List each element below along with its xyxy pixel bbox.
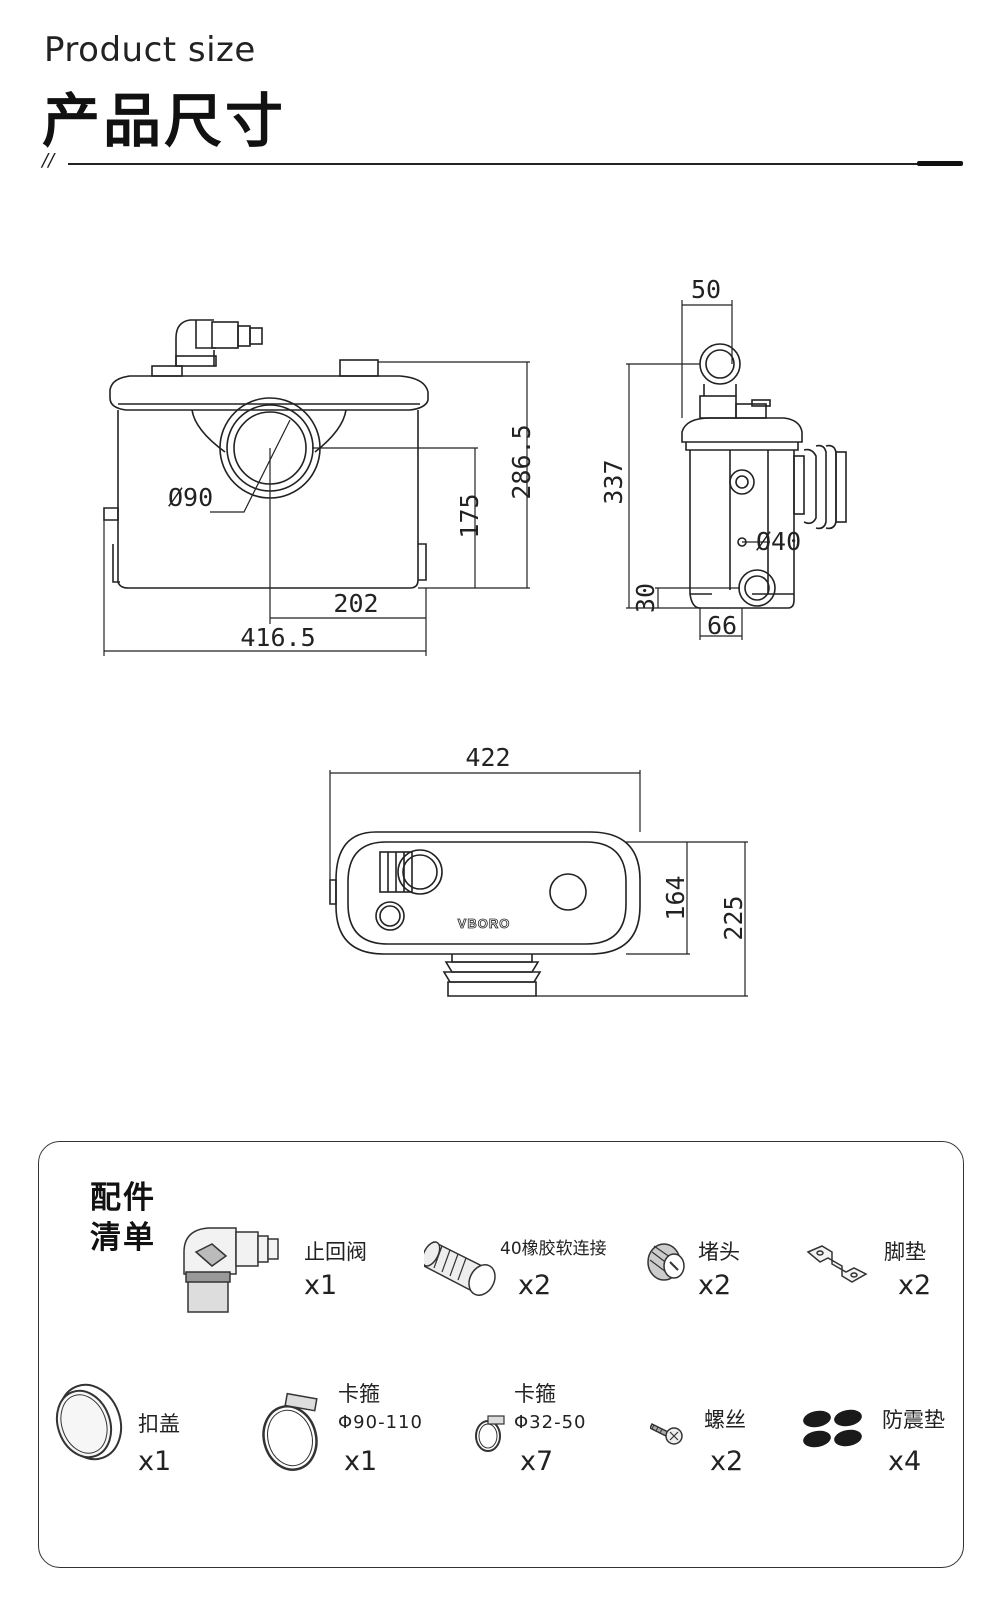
section-title-cn: 产品尺寸	[42, 87, 287, 155]
accessory-qty-check-valve: x1	[304, 1270, 338, 1301]
accessory-name-cap: 扣盖	[138, 1412, 180, 1436]
screw-icon	[650, 1422, 683, 1445]
rubber-hose-icon	[424, 1240, 496, 1296]
accessory-name-anti-vibration-pad: 防震垫	[882, 1408, 945, 1432]
dim-side-top-offset: 50	[691, 275, 721, 304]
header-divider	[68, 163, 948, 165]
foot-bracket-icon	[806, 1245, 868, 1283]
accessory-name-screw: 螺丝	[704, 1408, 746, 1432]
dim-front-total-width: 416.5	[240, 623, 315, 652]
accessory-qty-small-clamp: x7	[520, 1446, 554, 1477]
front-view-drawing	[103, 319, 530, 656]
dim-top-total-depth: 225	[719, 895, 748, 940]
dim-outlet-offset: 202	[333, 589, 378, 618]
accessory-spec-large-clamp: Φ90-110	[338, 1412, 423, 1433]
accessory-name-rubber-hose: 40橡胶软连接	[500, 1239, 607, 1259]
check-valve-icon	[183, 1227, 279, 1313]
dim-outlet-height: 175	[455, 493, 484, 538]
side-view-drawing	[626, 300, 847, 640]
accessories-panel	[38, 1141, 964, 1568]
dim-inlet-diameter: Ø40	[756, 527, 801, 556]
accessory-qty-screw: x2	[710, 1446, 744, 1477]
accessory-name-check-valve: 止回阀	[304, 1240, 367, 1264]
dim-inlet-offset: 66	[707, 611, 737, 640]
cap-icon	[55, 1383, 123, 1461]
accessory-qty-foot-bracket: x2	[898, 1270, 932, 1301]
top-view-drawing	[329, 770, 748, 997]
accessory-name-small-clamp: 卡箍	[514, 1382, 556, 1406]
accessory-qty-cap: x1	[138, 1446, 172, 1477]
accessory-name-plug: 堵头	[698, 1240, 740, 1264]
header-divider-accent	[917, 161, 963, 166]
dim-front-total-height: 286.5	[507, 424, 536, 499]
dim-top-width: 422	[465, 743, 510, 772]
accessory-qty-plug: x2	[698, 1270, 732, 1301]
dim-top-body-depth: 164	[661, 875, 690, 920]
large-clamp-icon	[262, 1392, 318, 1471]
accessories-title: 配件 清单	[90, 1180, 156, 1256]
accessory-qty-large-clamp: x1	[344, 1446, 378, 1477]
accessory-spec-small-clamp: Φ32-50	[514, 1412, 587, 1433]
accessory-qty-rubber-hose: x2	[518, 1270, 552, 1301]
brand-logo: VBORO	[458, 916, 511, 931]
small-clamp-icon	[475, 1415, 505, 1452]
anti-vibration-pad-icon	[803, 1409, 862, 1448]
section-title-en: Product size	[44, 30, 256, 70]
plug-icon	[647, 1243, 685, 1281]
decorative-slashes: //	[42, 150, 55, 171]
dim-side-total-height: 337	[599, 459, 628, 504]
accessory-name-large-clamp: 卡箍	[338, 1382, 380, 1406]
dim-outlet-diameter: Ø90	[168, 483, 213, 512]
accessory-name-foot-bracket: 脚垫	[884, 1240, 926, 1264]
dim-inlet-height: 30	[631, 583, 660, 613]
accessory-qty-anti-vibration-pad: x4	[888, 1446, 922, 1477]
